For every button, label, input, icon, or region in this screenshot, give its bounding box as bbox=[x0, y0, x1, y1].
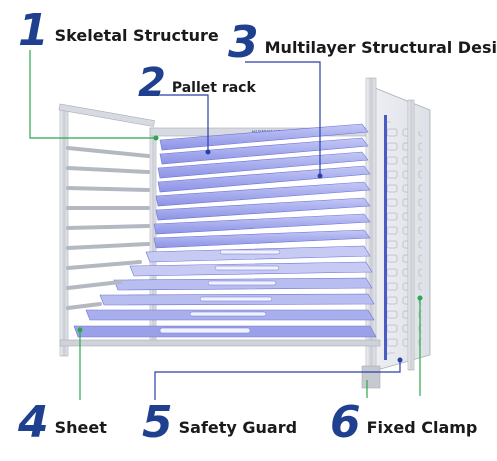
callout-number: 2 bbox=[138, 60, 166, 106]
leader-2 bbox=[160, 94, 209, 152]
extended-trays bbox=[73, 245, 377, 338]
left-side-rungs bbox=[66, 146, 150, 310]
base-rail bbox=[59, 339, 381, 347]
side-panel-accent bbox=[384, 115, 387, 360]
callout-number: 5 bbox=[142, 397, 173, 448]
left-top-beam bbox=[58, 103, 155, 127]
callout-fixed-clamp: 6 Fixed Clamp bbox=[330, 397, 478, 448]
callout-label: Skeletal Structure bbox=[54, 26, 219, 46]
callout-label: Sheet bbox=[54, 418, 107, 438]
callout-label: Safety Guard bbox=[178, 418, 298, 438]
leader-3 bbox=[245, 61, 321, 176]
callout-label: Fixed Clamp bbox=[366, 418, 478, 438]
callout-multilayer-structural-design: 3 Multilayer Structural Design bbox=[228, 17, 497, 68]
side-panel-perforation bbox=[384, 120, 422, 356]
callout-label: Pallet rack bbox=[171, 80, 256, 96]
rear-right-post bbox=[407, 99, 415, 371]
leader-5 bbox=[154, 360, 401, 400]
callout-number: 1 bbox=[18, 5, 49, 56]
callout-pallet-rack: 2 Pallet rack bbox=[138, 60, 256, 106]
upper-trays bbox=[153, 123, 371, 249]
leader-lines bbox=[29, 50, 423, 400]
callout-number: 3 bbox=[228, 17, 259, 68]
callout-sheet: 4 Sheet bbox=[18, 397, 107, 448]
fixed-clamp-part bbox=[361, 365, 381, 389]
callout-skeletal-structure: 1 Skeletal Structure bbox=[18, 5, 219, 56]
callout-number: 6 bbox=[330, 397, 361, 448]
leader-1 bbox=[29, 50, 156, 139]
callout-label: Multilayer Structural Design bbox=[264, 38, 497, 58]
callout-safety-guard: 5 Safety Guard bbox=[142, 397, 298, 448]
front-left-post bbox=[59, 107, 69, 357]
callout-number: 4 bbox=[18, 397, 49, 448]
